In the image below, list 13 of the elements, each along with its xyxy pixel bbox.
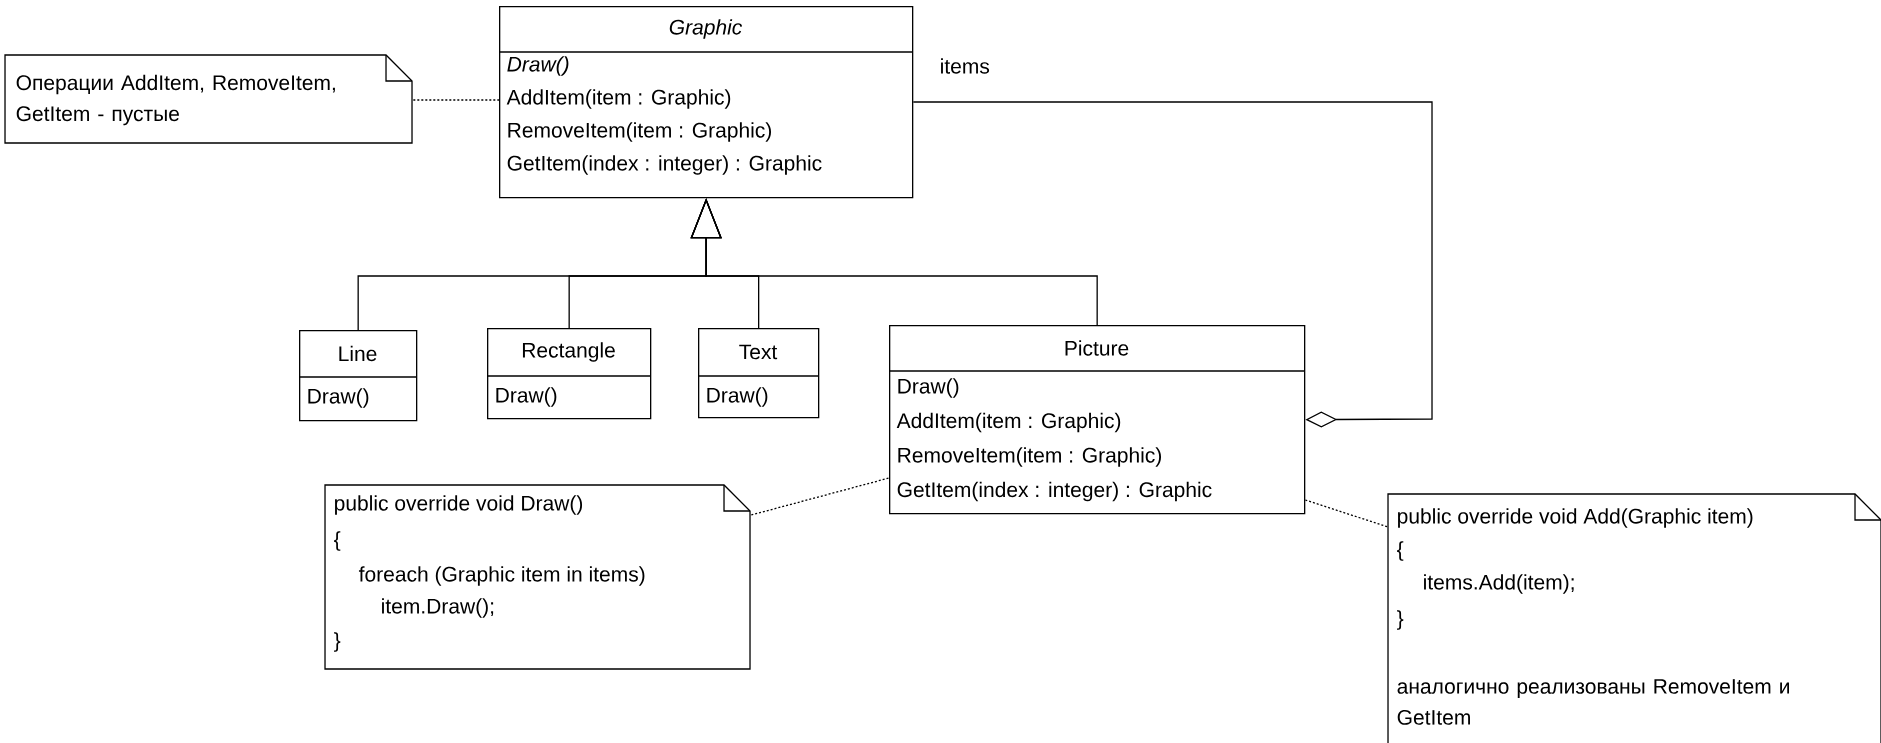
note-box: Операции AddItem, RemoveItem, GetItem - пустые bbox=[4, 54, 413, 144]
aggregation-line bbox=[912, 101, 1433, 428]
class-box: Line Draw() bbox=[298, 330, 418, 422]
class-box: Rectangle Draw() bbox=[486, 328, 652, 420]
note-box: public override void Draw() { foreach (Graphic item in items) item.Draw(); } bbox=[324, 484, 751, 670]
note-link bbox=[1304, 499, 1389, 528]
class-box: Graphic Draw() AddItem(item : Graphic) RemoveItem(item : Graphic) GetItem(index : integer) : Graphic bbox=[498, 6, 914, 199]
note-box: public override void Add(Graphic item) { items.Add(item); } аналогично реализованы RemoveItem и GetItem bbox=[1387, 493, 1881, 743]
edge-label: items bbox=[938, 57, 991, 75]
class-box: Picture Draw() AddItem(item : Graphic) RemoveItem(item : Graphic) GetItem(index : integer) : Graphic bbox=[888, 325, 1306, 515]
note-link bbox=[412, 99, 500, 101]
note-link bbox=[750, 477, 890, 516]
class-box: Text Draw() bbox=[697, 328, 820, 419]
